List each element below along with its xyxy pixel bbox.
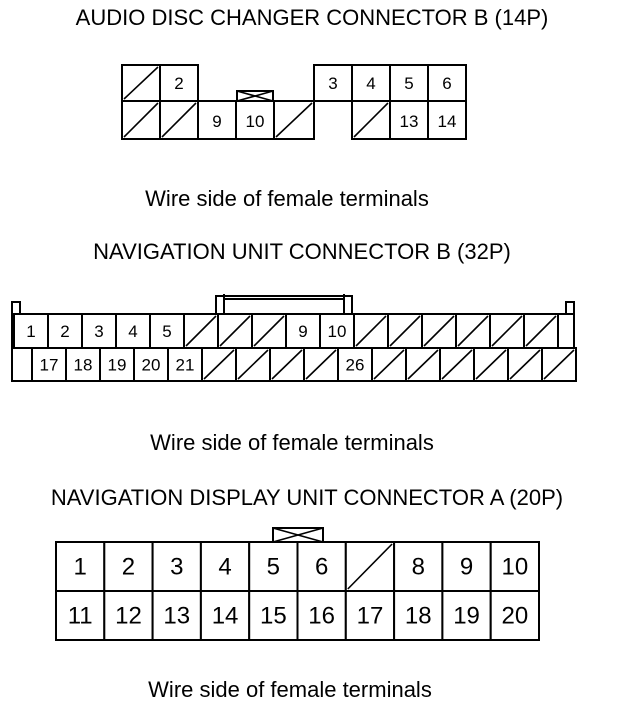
connector2-cavity-slash <box>407 349 439 380</box>
connector2-cavity-slash <box>457 315 489 347</box>
connector2-terminal-3 <box>81 313 117 349</box>
connector1-terminal-label: 6 <box>442 74 451 93</box>
connector3-terminal-5 <box>248 541 299 592</box>
connector3-terminal-label: 15 <box>260 603 287 630</box>
connector2-cavity-slash <box>423 315 455 347</box>
connector3-terminal-label: 13 <box>163 603 190 630</box>
connector1-terminal-label: 10 <box>246 112 265 131</box>
connector3-terminal-label: 6 <box>315 554 328 581</box>
connector2-terminal-label: 19 <box>108 356 127 375</box>
connector1-title: AUDIO DISC CHANGER CONNECTOR B (14P) <box>76 5 549 30</box>
connector3-terminal-18 <box>393 590 444 641</box>
connector2-terminal-label: 20 <box>142 356 161 375</box>
connector2-cavity-slash <box>441 349 473 380</box>
connector2-terminal-label: 10 <box>328 322 347 341</box>
connector2-terminal-label: 1 <box>26 322 35 341</box>
connector1-terminal-label: 3 <box>328 74 337 93</box>
connector1-terminal-label: 5 <box>404 74 413 93</box>
connector2-terminal-label: 4 <box>128 322 137 341</box>
connector3-terminal-label: 18 <box>405 603 432 630</box>
connector2-cavity-slash <box>475 349 507 380</box>
connector1-terminal-label: 9 <box>212 112 221 131</box>
connector2-cavity-slash <box>389 315 421 347</box>
connector2-terminal-label: 17 <box>40 356 59 375</box>
connector2-lock-bar <box>215 295 353 314</box>
connector2-terminal-label: 9 <box>298 322 307 341</box>
connector2-cavity-slash <box>355 315 387 347</box>
connector1-lock-tab <box>236 90 274 102</box>
connector3-terminal-20 <box>489 590 541 641</box>
connector3-terminal-label: 20 <box>501 603 528 630</box>
connector2-cavity-slash <box>543 349 575 380</box>
connector2-cavity-slash <box>185 315 217 347</box>
connector3-title: NAVIGATION DISPLAY UNIT CONNECTOR A (20P… <box>51 485 563 510</box>
connector2-cavity-slash <box>271 349 303 380</box>
connector2-cavity-slash <box>237 349 269 380</box>
connector2-cavity-slash <box>373 349 405 380</box>
connector3-terminal-label: 9 <box>460 554 473 581</box>
connector2-diagram: 1 2 3 4 5 9 10 17 18 19 20 21 26 <box>11 294 577 382</box>
connector3-terminal-label: 3 <box>170 554 183 581</box>
connector2-terminal-9 <box>285 313 321 349</box>
connector3-terminal-label: 4 <box>218 554 231 581</box>
connector3-terminal-17 <box>344 590 396 641</box>
connector3-terminal-label: 16 <box>308 603 335 630</box>
connector3-caption: Wire side of female terminals <box>148 677 432 702</box>
connector3-terminal-label: 1 <box>73 554 86 581</box>
connector3-terminal-label: 14 <box>212 603 239 630</box>
connector3-terminal-19 <box>441 590 492 641</box>
connector3-terminal-11 <box>55 590 106 641</box>
connector2-terminal-20 <box>133 347 169 382</box>
connector1-diagram: 2 9 10 3 4 5 6 13 14 <box>121 64 467 140</box>
connector3-terminal-label: 12 <box>115 603 142 630</box>
connector2-cavity-slash <box>203 349 235 380</box>
connector3-terminal-label: 17 <box>357 603 384 630</box>
connector1-terminal-4 <box>351 64 391 102</box>
connector1-caption: Wire side of female terminals <box>145 186 429 211</box>
connector2-cavity-slash <box>491 315 523 347</box>
connector3-terminal-6 <box>296 541 347 592</box>
connector2-cavity-slash <box>219 315 251 347</box>
connector3-terminal-label: 11 <box>68 603 93 630</box>
connector3-terminal-12 <box>103 590 154 641</box>
connector3-terminal-14 <box>199 590 251 641</box>
connector1-terminal-label: 4 <box>366 74 375 93</box>
connector3-terminal-13 <box>151 590 202 641</box>
connector3-terminal-9 <box>441 541 492 592</box>
connector2-terminal-26 <box>337 347 373 382</box>
connector3-terminal-label: 19 <box>453 603 480 630</box>
connector3-terminal-3 <box>151 541 202 592</box>
connector1-terminal-10 <box>235 100 275 140</box>
connector2-terminal-label: 5 <box>162 322 171 341</box>
connector3-cavity-slash <box>347 543 393 590</box>
connector1-terminal-label: 14 <box>438 112 457 131</box>
connector1-terminal-9 <box>197 100 237 140</box>
connector3-terminal-label: 8 <box>412 554 425 581</box>
connector2-caption: Wire side of female terminals <box>150 430 434 455</box>
connector3-terminal-label: 10 <box>501 554 528 581</box>
connector1-terminal-6 <box>427 64 467 102</box>
connector2-terminal-18 <box>65 347 101 382</box>
connector2-terminal-label: 18 <box>74 356 93 375</box>
connector1-terminal-2 <box>159 64 199 102</box>
connector1-terminal-14 <box>427 100 467 140</box>
connector2-cavity-slash <box>509 349 541 380</box>
connector1-terminal-label: 13 <box>400 112 419 131</box>
connector1-terminal-label: 2 <box>174 74 183 93</box>
connector2-terminal-label: 26 <box>346 356 365 375</box>
connector3-terminal-label: 5 <box>267 554 280 581</box>
connector2-terminal-1 <box>13 313 49 349</box>
connector2-terminal-label: 21 <box>176 356 195 375</box>
connector2-cavity-slash <box>525 315 557 347</box>
connector2-title: NAVIGATION UNIT CONNECTOR B (32P) <box>93 239 511 264</box>
connector2-terminal-label: 3 <box>94 322 103 341</box>
connector2-cavity-slash <box>305 349 337 380</box>
connector2-terminal-label: 2 <box>60 322 69 341</box>
connector3-terminal-label: 2 <box>122 554 135 581</box>
connector2-cavity-slash <box>253 315 285 347</box>
